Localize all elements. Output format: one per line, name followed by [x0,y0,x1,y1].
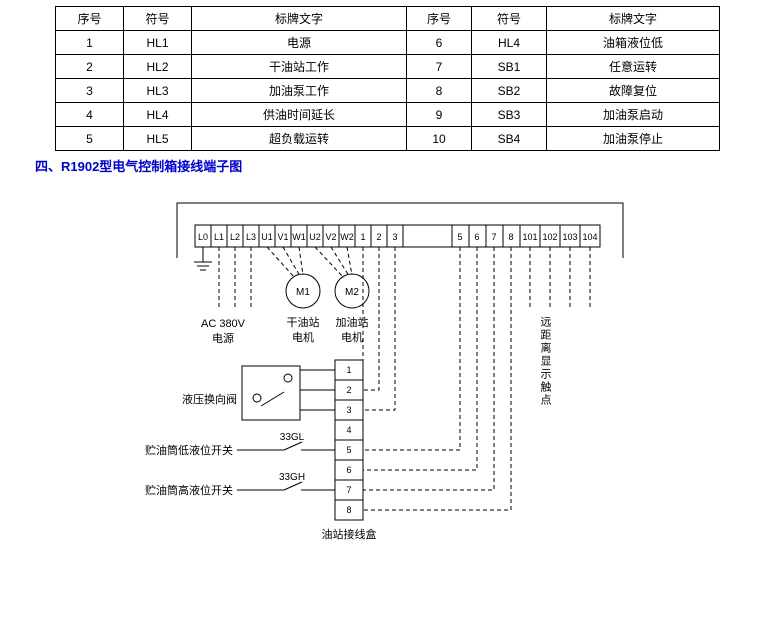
table-cell: SB1 [471,54,547,79]
low-level-switch: 33GL 贮油筒低液位开关 [145,432,335,457]
terminal-label: W1 [292,232,306,242]
signal-label-table: 序号 符号 标牌文字 序号 符号 标牌文字 1 HL1 电源 6 HL4 油箱液… [55,6,720,151]
junction-terminal-label: 5 [346,445,351,455]
junction-terminal-label: 7 [346,485,351,495]
terminal-label: U2 [309,232,321,242]
terminal-label: V2 [325,232,336,242]
low-level-switch-label: 贮油筒低液位开关 [145,443,233,457]
terminal-label: 1 [360,232,365,242]
table-cell: HL4 [471,30,547,55]
table-row: 2 HL2 干油站工作 7 SB1 任意运转 [55,54,720,79]
svg-text:电源: 电源 [212,331,234,345]
svg-text:AC 380V: AC 380V [201,318,246,330]
hydraulic-valve-label: 液压换向阀 [182,392,237,406]
junction-terminal-label: 8 [346,505,351,515]
junction-terminal-label: 4 [346,425,351,435]
terminal-label: 102 [542,232,557,242]
high-level-switch-label: 贮油筒高液位开关 [145,483,233,497]
table-cell: HL4 [123,102,192,127]
remote-contacts-label: 远距离显示触点 [539,316,551,407]
terminal-strip: L0 L1 L2 L3 U1 V1 W1 U2 V2 W2 1 2 3 5 6 … [194,224,601,248]
motor-m1-name: 干油站 [287,315,320,329]
table-cell: 干油站工作 [191,54,407,79]
junction-box: 1 2 3 4 5 6 7 8 油站接线盒 [322,359,377,541]
motor-m2-name: 加油站 [336,315,369,329]
section-heading: 四、R1902型电气控制箱接线端子图 [35,159,243,174]
table-cell: HL5 [123,126,192,151]
terminal-label: 5 [457,232,462,242]
table-cell: 加油泵工作 [191,78,407,103]
terminal-label: L3 [246,232,256,242]
table-cell: 故障复位 [546,78,720,103]
terminal-label: U1 [261,232,273,242]
motor-m2-id: M2 [345,287,359,298]
junction-terminal-label: 6 [346,465,351,475]
motor-m1: M1 干油站 电机 [285,273,321,344]
ground-icon [194,247,212,271]
motor-m1-id: M1 [296,287,310,298]
terminal-label: 104 [582,232,597,242]
table-row: 1 HL1 电源 6 HL4 油箱液位低 [55,30,720,55]
terminal-label: 2 [376,232,381,242]
table-cell: 加油泵启动 [546,102,720,127]
ac-power-label: AC 380V 电源 [201,318,246,345]
table-cell: 供油时间延长 [191,102,407,127]
table-row: 3 HL3 加油泵工作 8 SB2 故障复位 [55,78,720,103]
motor-m2: M2 加油站 电机 [334,273,370,344]
terminal-label: V1 [277,232,288,242]
table-row: 5 HL5 超负载运转 10 SB4 加油泵停止 [55,126,720,151]
terminal-label: 3 [392,232,397,242]
table-cell: 加油泵停止 [546,126,720,151]
motor-m2-name: 电机 [341,330,363,344]
motor-m1-name: 电机 [292,330,314,344]
hydraulic-valve: 液压换向阀 [182,365,335,421]
terminal-label: L0 [198,232,208,242]
table-cell: HL1 [123,30,192,55]
table-cell: 4 [55,102,124,127]
control-box-outline [176,202,624,258]
low-level-switch-code: 33GL [280,432,305,443]
junction-terminal-label: 1 [346,365,351,375]
table-header-cell: 序号 [406,6,472,31]
terminal-label: 103 [562,232,577,242]
table-cell: SB2 [471,78,547,103]
table-cell: 超负载运转 [191,126,407,151]
terminal-label: 101 [522,232,537,242]
terminal-label: W2 [340,232,354,242]
table-header-cell: 序号 [55,6,124,31]
table-row: 4 HL4 供油时间延长 9 SB3 加油泵启动 [55,102,720,127]
terminal-label: 8 [508,232,513,242]
table-cell: SB4 [471,126,547,151]
junction-terminal-label: 3 [346,405,351,415]
terminal-label: 7 [491,232,496,242]
table-header-cell: 标牌文字 [546,6,720,31]
table-cell: 5 [55,126,124,151]
junction-terminal-label: 2 [346,385,351,395]
terminal-label: L1 [214,232,224,242]
wiring-dashed-lines [218,246,591,511]
terminal-label: 6 [474,232,479,242]
high-level-switch: 33GH 贮油筒高液位开关 [145,472,335,497]
table-header-cell: 符号 [123,6,192,31]
table-header-row: 序号 符号 标牌文字 序号 符号 标牌文字 [55,6,720,31]
table-cell: 1 [55,30,124,55]
terminal-label: L2 [230,232,240,242]
high-level-switch-code: 33GH [279,472,305,483]
junction-box-label: 油站接线盒 [322,527,377,541]
